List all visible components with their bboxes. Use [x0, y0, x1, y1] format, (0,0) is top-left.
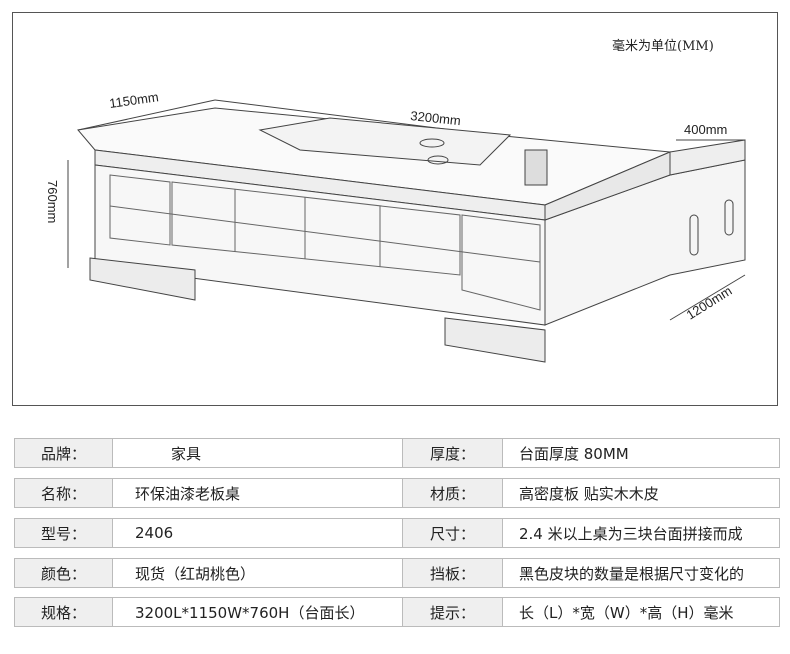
- spec-row-brand: 品牌：家具厚度： 台面厚度 80MM: [14, 438, 780, 468]
- spec-label: 型号：: [15, 519, 113, 547]
- spec-label: 品牌：: [15, 439, 113, 467]
- spec-value: 3200L*1150W*760H（台面长）: [113, 598, 403, 626]
- spec-label: 材质：: [403, 479, 503, 507]
- unit-note: 毫米为单位(MM): [612, 39, 714, 54]
- spec-label: 颜色：: [15, 559, 113, 587]
- desk-drawing: 1150mm 3200mm 400mm 760mm 1200mm: [45, 89, 746, 363]
- spec-value: 高密度板 贴实木木皮: [519, 484, 659, 503]
- spec-row-size: 规格：3200L*1150W*760H（台面长）提示： 长（L）*宽（W）*高（H…: [14, 597, 780, 627]
- dim-side-depth-label: 400mm: [684, 122, 727, 137]
- dim-line-side-length: [669, 274, 746, 321]
- dim-line-width: [77, 99, 216, 131]
- spec-value: 台面厚度 80MM: [519, 444, 629, 463]
- spec-row-name: 名称：环保油漆老板桌材质： 高密度板 贴实木木皮: [14, 478, 780, 508]
- dim-side-length-label: 1200mm: [684, 283, 735, 323]
- spec-value: 黑色皮块的数量是根据尺寸变化的: [519, 564, 745, 583]
- spec-value: 长（L）*宽（W）*高（H）毫米: [519, 603, 734, 622]
- spec-label: 名称：: [15, 479, 113, 507]
- diagram-frame: [12, 12, 778, 406]
- spec-label: 厚度：: [403, 439, 503, 467]
- spec-label: 提示：: [403, 598, 503, 626]
- spec-label: 规格：: [15, 598, 113, 626]
- spec-label: 尺寸：: [403, 519, 503, 547]
- dim-width-label: 1150mm: [108, 89, 159, 111]
- spec-value: 2.4 米以上桌为三块台面拼接而成: [519, 524, 743, 543]
- dim-height-label: 760mm: [45, 180, 60, 223]
- spec-label: 挡板：: [403, 559, 503, 587]
- spec-value: 现货（红胡桃色）: [113, 559, 403, 587]
- spec-value: 家具: [113, 439, 403, 467]
- spec-value: 环保油漆老板桌: [113, 479, 403, 507]
- dim-length-label: 3200mm: [410, 108, 462, 128]
- spec-row-color: 颜色：现货（红胡桃色）挡板： 黑色皮块的数量是根据尺寸变化的: [14, 558, 780, 588]
- spec-value: 2406: [113, 519, 403, 547]
